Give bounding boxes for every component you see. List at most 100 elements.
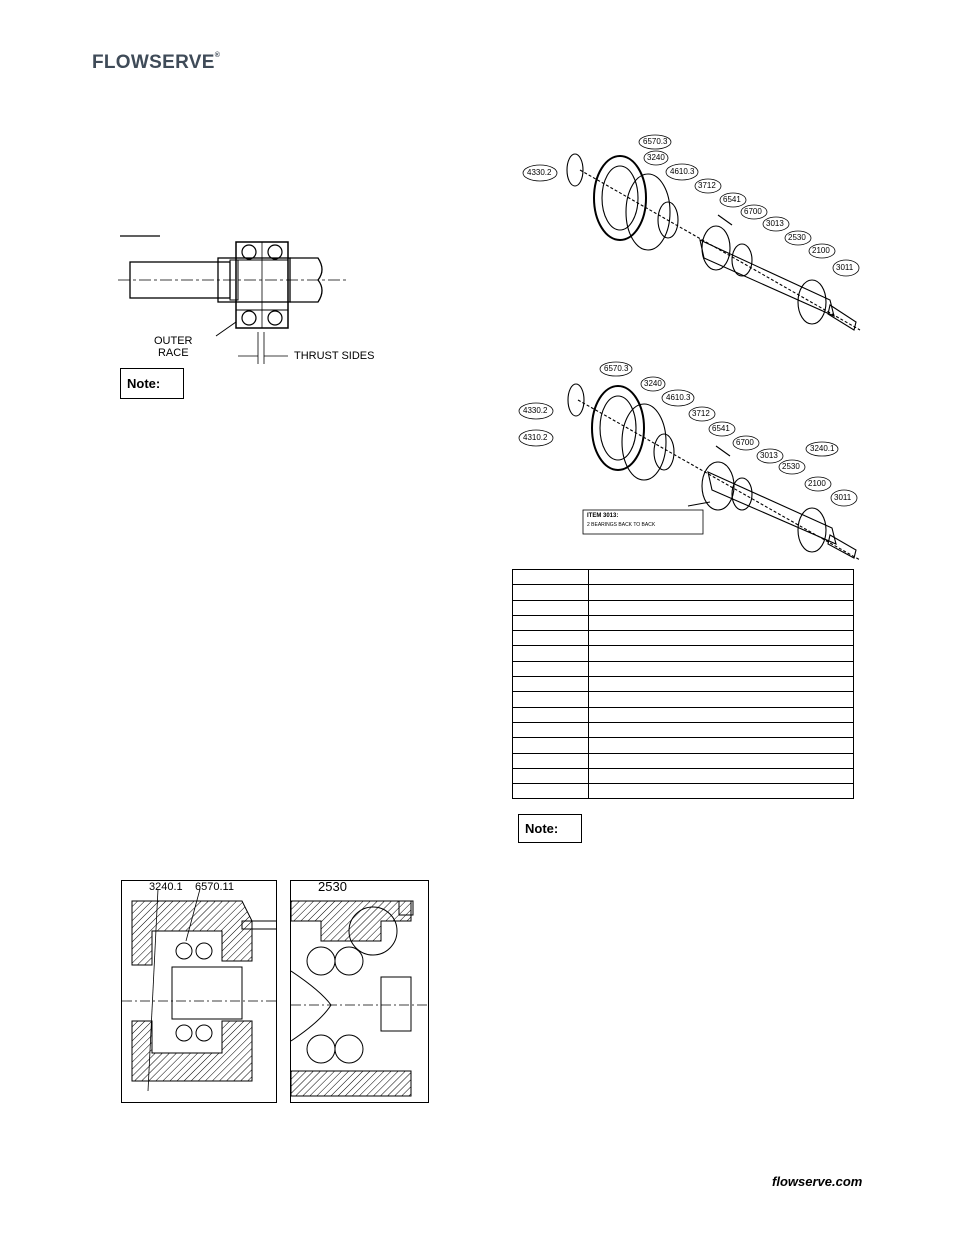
callouts-bottom bbox=[518, 361, 858, 507]
callout-3240 bbox=[643, 150, 669, 166]
parts-table-row bbox=[512, 721, 854, 739]
callouts-top bbox=[522, 134, 860, 277]
callout-bottom-label-4: 4610.3 bbox=[666, 393, 691, 402]
parts-table-row bbox=[512, 660, 854, 678]
parts-table-item-cell bbox=[512, 721, 589, 739]
parts-table-row bbox=[512, 568, 854, 586]
callout-top-label-7: 3013 bbox=[766, 219, 784, 228]
parts-table-description-cell bbox=[588, 783, 854, 800]
parts-table-row bbox=[512, 691, 854, 708]
section-left-label-0: 3240.1 bbox=[149, 881, 183, 893]
callout-bottom-label-3: 4310.2 bbox=[523, 433, 548, 442]
section-view-right: 2530 bbox=[290, 880, 429, 1103]
parts-table-item-cell bbox=[512, 783, 589, 800]
exploded-assembly-top bbox=[566, 153, 861, 331]
parts-table-item-cell bbox=[512, 645, 589, 662]
callout-6570-3 bbox=[638, 134, 672, 150]
outer-race-label: OUTER RACE bbox=[154, 335, 193, 359]
parts-table-item-cell bbox=[512, 767, 589, 785]
exploded-view-top: 6570.3 3240 4330.2 4610.3 3712 6541 6700… bbox=[520, 130, 862, 340]
callout-b-4310-2 bbox=[518, 429, 554, 447]
parts-table-item-cell bbox=[512, 737, 589, 754]
callout-bottom-label-0: 6570.3 bbox=[604, 364, 629, 373]
parts-table-row bbox=[512, 584, 854, 601]
callout-b-3712 bbox=[688, 406, 716, 422]
parts-table-row bbox=[512, 630, 854, 647]
callout-bottom-label-10: 2530 bbox=[782, 462, 800, 471]
callout-2530 bbox=[784, 230, 812, 246]
callout-b-6570-3 bbox=[599, 361, 633, 377]
parts-table-description-cell bbox=[588, 737, 854, 754]
parts-table-row bbox=[512, 783, 854, 800]
parts-table-item-cell bbox=[512, 630, 589, 647]
callout-3712 bbox=[694, 178, 722, 194]
section-left-label-1: 6570.11 bbox=[195, 881, 234, 893]
callout-top-label-5: 6541 bbox=[723, 195, 741, 204]
callout-top-label-2: 4330.2 bbox=[527, 168, 552, 177]
parts-table-item-cell bbox=[512, 660, 589, 678]
note-box-left: Note: bbox=[120, 368, 184, 399]
callout-top-label-0: 6570.3 bbox=[643, 137, 668, 146]
callout-bottom-label-6: 6541 bbox=[712, 424, 730, 433]
thrust-sides-label: THRUST SIDES bbox=[294, 350, 375, 362]
parts-table-description-cell bbox=[588, 614, 854, 632]
logo-text: FLOWSERVE bbox=[92, 52, 215, 73]
callout-top-label-10: 3011 bbox=[836, 263, 854, 272]
note-box-right: Note: bbox=[518, 814, 582, 843]
parts-table-row bbox=[512, 737, 854, 754]
callout-top-label-4: 3712 bbox=[698, 181, 716, 190]
callout-bottom-label-9: 3240.1 bbox=[810, 444, 835, 453]
parts-table-item-cell bbox=[512, 752, 589, 769]
parts-list-table bbox=[512, 568, 854, 800]
callout-top-label-9: 2100 bbox=[812, 246, 830, 255]
section-right-label-0: 2530 bbox=[318, 880, 347, 894]
flowserve-logo: FLOWSERVE® bbox=[92, 52, 220, 74]
note-label-right: Note: bbox=[525, 821, 559, 836]
parts-table-item-cell bbox=[512, 706, 589, 723]
callout-b-3013 bbox=[756, 448, 784, 464]
item-3013-note-box bbox=[582, 509, 704, 535]
parts-table-item-cell bbox=[512, 614, 589, 632]
callout-b-4330-2 bbox=[518, 402, 554, 420]
parts-table-item-cell bbox=[512, 676, 589, 693]
parts-table-item-cell bbox=[512, 599, 589, 616]
callout-bottom-label-12: 3011 bbox=[834, 493, 852, 502]
parts-table-item-cell bbox=[512, 691, 589, 708]
parts-table-item-cell bbox=[512, 568, 589, 586]
footer-website[interactable]: flowserve.com bbox=[772, 1174, 863, 1189]
parts-table-description-cell bbox=[588, 676, 854, 693]
parts-table-description-cell bbox=[588, 721, 854, 739]
parts-table-description-cell bbox=[588, 584, 854, 601]
callout-6700 bbox=[740, 204, 768, 220]
outer-race-line1: OUTER bbox=[154, 335, 193, 347]
parts-table-description-cell bbox=[588, 630, 854, 647]
callout-b-4610-3 bbox=[661, 389, 695, 407]
callout-top-label-6: 6700 bbox=[744, 207, 762, 216]
item-3013-desc: 2 BEARINGS BACK TO BACK bbox=[587, 522, 656, 528]
item-3013-title: ITEM 3013: bbox=[587, 513, 619, 519]
parts-table-description-cell bbox=[588, 660, 854, 678]
parts-table-body bbox=[512, 568, 854, 800]
callout-top-label-3: 4610.3 bbox=[670, 167, 695, 176]
note-label-left: Note: bbox=[127, 376, 161, 391]
parts-table-description-cell bbox=[588, 767, 854, 785]
callout-b-3240-1 bbox=[805, 441, 839, 457]
bearing-diagram bbox=[118, 235, 348, 364]
callout-b-2100 bbox=[804, 476, 832, 492]
parts-table-row bbox=[512, 752, 854, 769]
parts-table-description-cell bbox=[588, 691, 854, 708]
section-right-drawing bbox=[291, 900, 428, 1097]
exploded-assembly-bottom bbox=[567, 383, 861, 561]
parts-table-row bbox=[512, 676, 854, 693]
parts-table-description-cell bbox=[588, 706, 854, 723]
callout-bottom-label-1: 3240 bbox=[644, 379, 662, 388]
parts-table-row bbox=[512, 767, 854, 785]
callout-b-3240 bbox=[640, 376, 666, 392]
callout-3011 bbox=[832, 259, 860, 277]
callout-b-3011 bbox=[830, 489, 858, 507]
callout-bottom-label-2: 4330.2 bbox=[523, 406, 548, 415]
callout-3013 bbox=[762, 216, 790, 232]
callout-b-6700 bbox=[732, 435, 760, 451]
parts-table-description-cell bbox=[588, 752, 854, 769]
callout-b-6541 bbox=[708, 421, 736, 437]
